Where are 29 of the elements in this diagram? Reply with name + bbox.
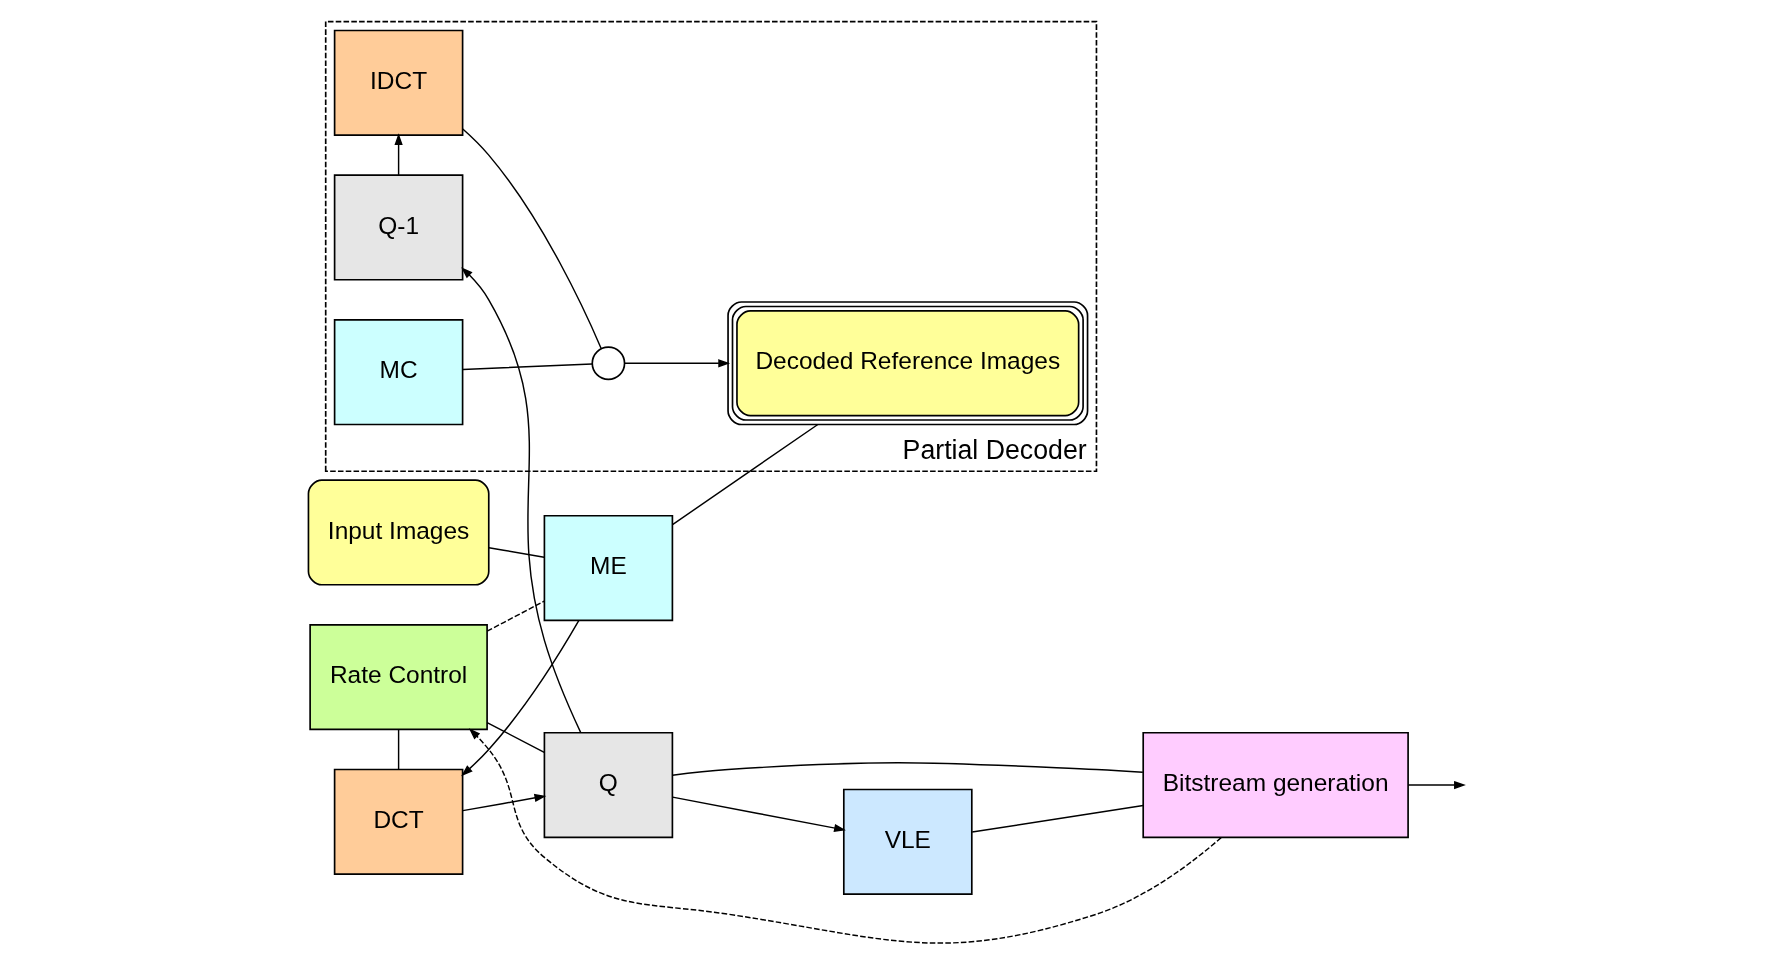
node-box: Input Images — [307, 479, 490, 586]
arrow — [623, 359, 730, 368]
arrow — [460, 267, 581, 734]
node-circle — [590, 346, 625, 381]
node-box: Bitstream generation — [1141, 731, 1409, 839]
node-box: MC — [333, 319, 463, 426]
connector — [671, 423, 819, 526]
connector — [485, 600, 545, 632]
connector — [485, 721, 545, 753]
connector — [397, 728, 399, 770]
node-box: Decoded Reference Images — [726, 301, 1088, 426]
arrow — [461, 793, 546, 812]
connector — [461, 128, 602, 350]
arrow — [1406, 780, 1466, 790]
node-box: DCT — [333, 768, 463, 875]
connector — [461, 363, 593, 371]
node-box: Q — [543, 731, 673, 839]
connector — [487, 547, 545, 558]
arrow — [468, 728, 1222, 944]
connector — [671, 762, 1144, 776]
arrow — [460, 620, 579, 777]
node-box: IDCT — [333, 29, 463, 136]
connector — [970, 804, 1144, 833]
arrow — [393, 133, 403, 176]
arrow — [671, 796, 846, 833]
node-box: Rate Control — [308, 623, 488, 731]
node-box: VLE — [842, 788, 973, 895]
node-box: Q-1 — [333, 174, 463, 281]
node-box: ME — [543, 514, 673, 622]
